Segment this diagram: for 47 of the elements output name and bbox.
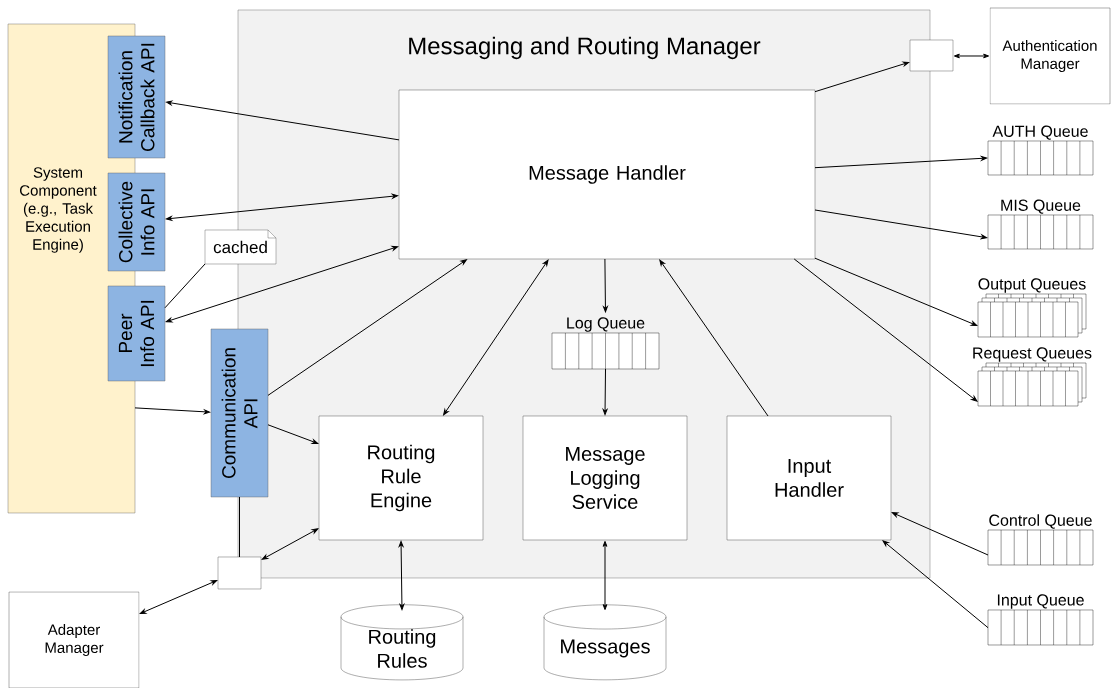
process-box: Routing Rule Engine	[318, 415, 484, 541]
queue-label: Log Queue	[567, 317, 645, 332]
arrow	[953, 53, 990, 59]
arrow	[267, 259, 467, 396]
process-box: Message Handler	[398, 89, 816, 260]
process-box: Adapter Manager	[8, 591, 140, 688]
arrow	[267, 424, 319, 444]
arrow	[793, 258, 978, 402]
api-box: Communication API	[210, 328, 269, 498]
process-box: Input Handler	[726, 415, 892, 541]
queue-label: MIS Queue	[1001, 199, 1081, 214]
arrow	[814, 155, 988, 169]
arrow	[814, 257, 978, 326]
container-title: Messaging and Routing Manager	[409, 36, 761, 60]
arrow	[891, 512, 989, 556]
arrow	[134, 407, 211, 415]
queue-label: Request Queues	[973, 347, 1092, 362]
queue-label: Control Queue	[989, 514, 1092, 529]
arrow	[165, 245, 399, 323]
note-box: cached	[204, 229, 277, 265]
arrow	[602, 368, 608, 416]
api-box: Notification Callback API	[107, 35, 166, 159]
arrow	[882, 540, 989, 629]
leader-line	[164, 263, 206, 309]
api-box: Peer Info API	[107, 285, 166, 382]
arrow	[603, 258, 608, 313]
arrow	[814, 209, 988, 240]
process-box: Authentication Manager	[989, 7, 1111, 105]
database-cylinder: Routing Rules	[340, 604, 464, 681]
arrow	[443, 259, 549, 416]
arrow	[814, 61, 910, 93]
queue-label: AUTH Queue	[992, 125, 1088, 140]
arrow	[165, 100, 400, 141]
port-box	[217, 556, 262, 590]
process-box: Message Logging Service	[522, 415, 688, 541]
api-box: Collective Info API	[107, 172, 166, 272]
arrow	[398, 540, 405, 611]
connector-line	[239, 496, 240, 558]
arrow	[139, 580, 218, 614]
arrow	[602, 540, 608, 611]
arrow	[659, 259, 769, 417]
arrow	[165, 193, 399, 221]
port-box	[909, 39, 954, 72]
arrow	[261, 528, 319, 560]
database-cylinder: Messages	[543, 604, 667, 681]
queue-label: Input Queue	[997, 594, 1084, 609]
queue-label: Output Queues	[978, 278, 1086, 293]
